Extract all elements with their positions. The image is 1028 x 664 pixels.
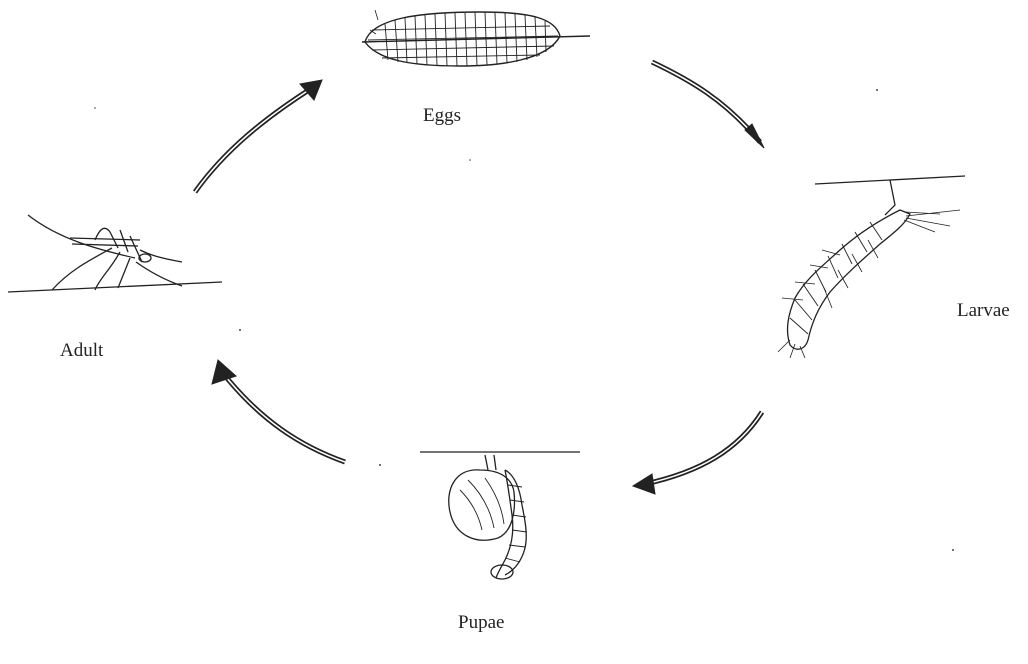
adult-mosquito-icon xyxy=(8,215,222,292)
larva-icon xyxy=(778,176,965,358)
stage-label-pupae: Pupae xyxy=(458,612,504,634)
cycle-arrow-icon xyxy=(212,360,345,462)
cycle-arrow-icon xyxy=(633,412,762,494)
stage-label-larvae: Larvae xyxy=(957,300,1010,322)
cycle-arrow-icon xyxy=(652,62,764,148)
egg-raft-icon xyxy=(362,10,590,66)
stage-label-adult: Adult xyxy=(60,340,103,362)
pupa-icon xyxy=(420,452,580,579)
cycle-arrow-icon xyxy=(195,80,322,192)
stage-label-eggs: Eggs xyxy=(423,105,461,127)
